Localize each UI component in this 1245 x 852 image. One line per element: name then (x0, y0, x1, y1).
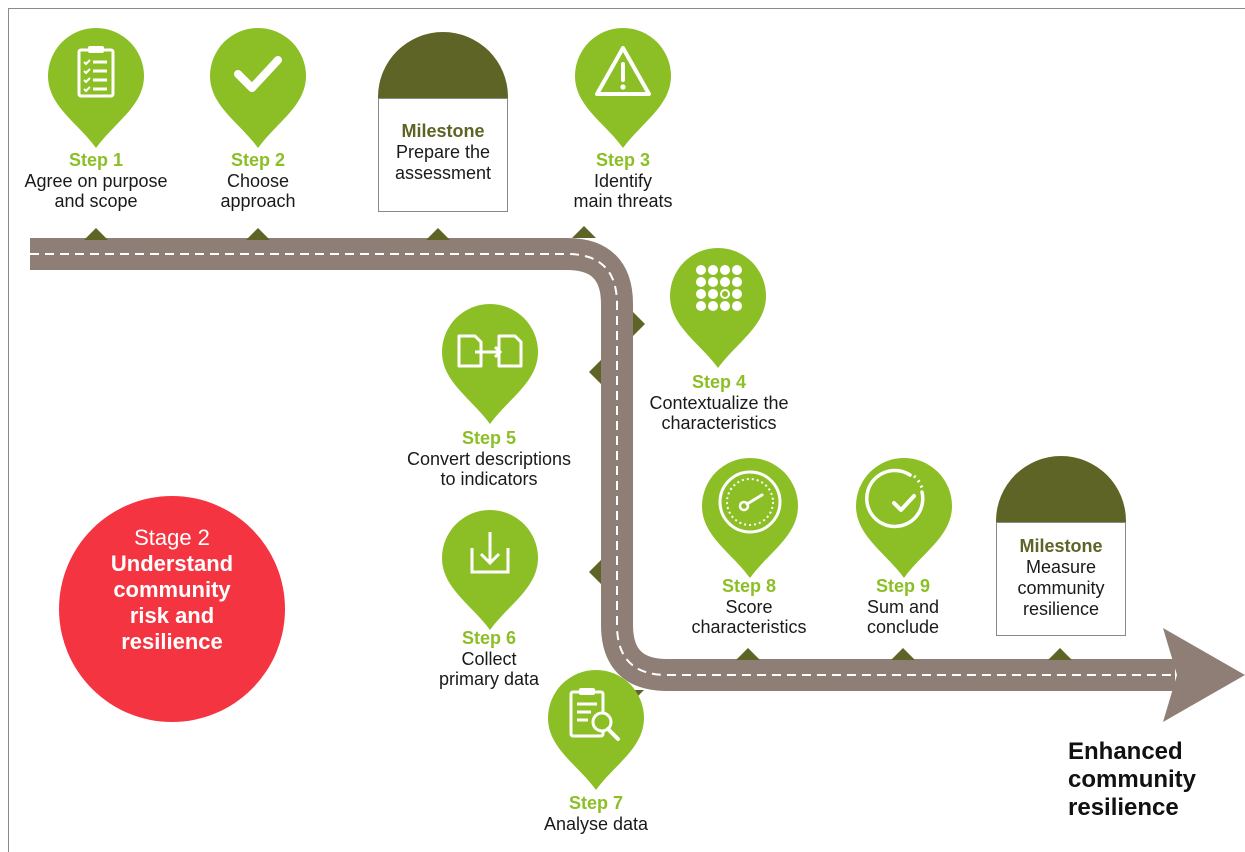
step-description: and scope (54, 191, 138, 211)
step-description: Convert descriptions (406, 449, 572, 469)
step-5-pin (442, 304, 538, 426)
milestone-title: Milestone (401, 121, 485, 141)
step-8-label: Step 8 Score characteristics (691, 576, 806, 637)
milestone-description: Measure (1025, 557, 1097, 577)
step-1-pin (48, 28, 144, 150)
stage-title-line: Understand (110, 551, 234, 576)
stage-badge: Stage 2 Understand community risk and re… (59, 496, 285, 722)
connector-nub (589, 360, 601, 384)
dot-grid-icon (696, 265, 742, 311)
step-number: Step 9 (875, 576, 931, 596)
step-9-label: Step 9 Sum and conclude (867, 576, 939, 637)
step-6-pin (442, 510, 538, 632)
step-description: approach (220, 191, 296, 211)
milestone-description: assessment (394, 163, 492, 183)
milestone-description: community (1017, 578, 1105, 598)
connector-nub (426, 228, 450, 240)
outcome-line: community (1068, 766, 1197, 793)
step-description: Identify (593, 171, 653, 191)
step-description: Contextualize the (649, 393, 789, 413)
connector-nub (891, 648, 915, 660)
clipboard-magnifier-icon (569, 688, 620, 741)
step-9-pin (856, 458, 952, 580)
connector-nub (633, 312, 645, 336)
step-number: Step 6 (461, 628, 517, 648)
step-number: Step 8 (721, 576, 777, 596)
stage-title-line: risk and (129, 603, 215, 628)
convert-documents-icon (457, 334, 523, 368)
milestone-2-box: Milestone Measure community resilience (996, 522, 1126, 636)
clipboard-checklist-icon (77, 46, 115, 98)
connector-nub (84, 228, 108, 240)
step-description: characteristics (661, 413, 777, 433)
milestone-title: Milestone (1019, 536, 1103, 556)
step-description: main threats (573, 191, 673, 211)
step-number: Step 5 (461, 428, 517, 448)
connector-nub (246, 228, 270, 240)
step-description: Sum and (866, 597, 940, 617)
milestone-1-box: Milestone Prepare the assessment (378, 98, 508, 212)
step-5-label: Step 5 Convert descriptions to indicator… (407, 428, 571, 489)
outcome-text: Enhanced community resilience (1068, 738, 1196, 822)
stage-title-line: resilience (121, 629, 223, 654)
step-number: Step 4 (691, 372, 747, 392)
milestone-description: resilience (1022, 599, 1100, 619)
frame-border (8, 8, 1245, 852)
step-7-pin (548, 670, 644, 792)
step-3-pin (575, 28, 671, 150)
step-6-label: Step 6 Collect primary data (439, 628, 539, 689)
connector-nub (736, 648, 760, 660)
outcome-line: resilience (1068, 794, 1179, 821)
stage-number: Stage 2 (134, 525, 210, 550)
progress-check-icon (865, 468, 925, 529)
road-arrowhead (1163, 628, 1245, 722)
step-number: Step 2 (230, 150, 286, 170)
checkmark-icon (234, 56, 282, 92)
stage-title-line: community (113, 577, 231, 602)
step-description: Collect (461, 649, 517, 669)
step-description: Score (725, 597, 773, 617)
step-description: primary data (438, 669, 540, 689)
step-description: characteristics (691, 617, 807, 637)
step-description: to indicators (440, 469, 538, 489)
step-2-pin (210, 28, 306, 150)
warning-triangle-icon (595, 46, 651, 96)
step-3-label: Step 3 Identify main threats (573, 150, 672, 211)
step-1-label: Step 1 Agree on purpose and scope (24, 150, 167, 211)
step-description: Agree on purpose (24, 171, 168, 191)
step-number: Step 3 (595, 150, 651, 170)
step-8-pin (702, 458, 798, 580)
connector-nub (589, 560, 601, 584)
connector-nub (1048, 648, 1072, 660)
gauge-icon (718, 470, 782, 534)
download-tray-icon (470, 532, 510, 574)
step-description: Choose (226, 171, 290, 191)
milestone-description: Prepare the (395, 142, 491, 162)
step-description: Analyse data (543, 814, 649, 834)
step-4-label: Step 4 Contextualize the characteristics (649, 372, 788, 433)
step-4-pin (670, 248, 766, 370)
connector-nub (572, 226, 596, 238)
step-number: Step 1 (68, 150, 124, 170)
step-2-label: Step 2 Choose approach (220, 150, 295, 211)
outcome-line: Enhanced (1068, 738, 1183, 765)
step-7-label: Step 7 Analyse data (544, 793, 648, 834)
step-number: Step 7 (568, 793, 624, 813)
step-description: conclude (866, 617, 940, 637)
